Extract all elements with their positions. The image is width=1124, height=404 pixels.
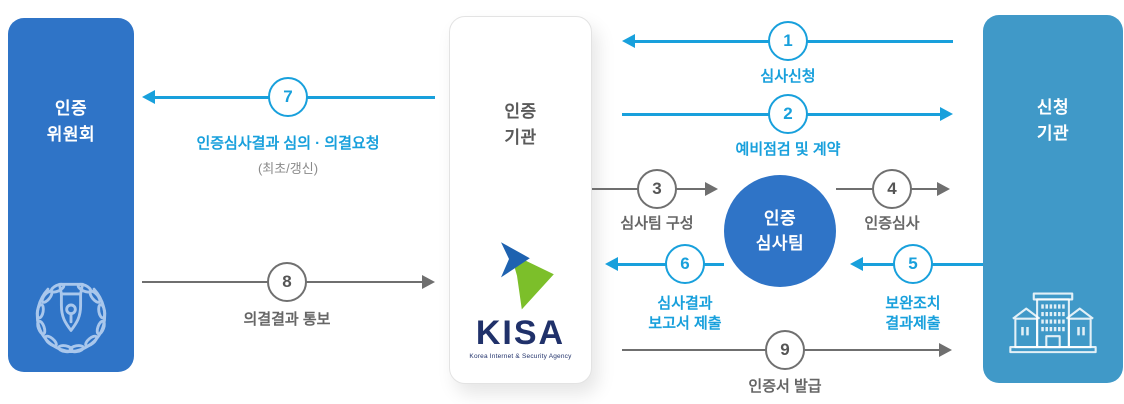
step-arrow-line <box>153 95 435 99</box>
applicant-box: 신청 기관 <box>983 15 1123 383</box>
building-icon <box>1009 292 1097 354</box>
step-number-badge: 2 <box>768 94 808 134</box>
step-number-badge: 9 <box>765 330 805 370</box>
step-arrowhead-right-icon <box>705 182 718 196</box>
pen-laurel-icon <box>35 282 107 354</box>
step-arrowhead-right-icon <box>940 107 953 121</box>
step-arrow-line <box>633 39 953 43</box>
step-label: 심사팀 구성 <box>620 215 694 232</box>
step-label: 심사결과 보고서 제출 <box>648 295 722 333</box>
step-arrow-line <box>616 262 724 266</box>
kisa-symbol-icon <box>500 242 554 310</box>
step-sublabel: (최초/갱신) <box>257 161 319 176</box>
step-arrowhead-right-icon <box>939 343 952 357</box>
step-number-badge: 3 <box>637 169 677 209</box>
step-label: 예비점검 및 계약 <box>735 141 841 158</box>
step-number-badge: 6 <box>665 244 705 284</box>
step-label: 인증심사결과 심의 · 의결요청 <box>196 135 380 152</box>
kisa-tagline: Korea Internet & Security Agency <box>469 353 572 360</box>
step-arrow-line <box>622 112 942 116</box>
committee-title: 인증 위원회 <box>46 99 96 145</box>
step-arrowhead-left-icon <box>605 257 618 271</box>
step-number-badge: 1 <box>768 21 808 61</box>
audit-team-circle: 인증 심사팀 <box>724 175 836 287</box>
step-label: 심사신청 <box>760 68 816 85</box>
step-label: 인증서 발급 <box>748 378 822 395</box>
step-label: 의결결과 통보 <box>243 311 331 328</box>
step-arrow-line <box>836 188 939 190</box>
step-number-badge: 8 <box>267 262 307 302</box>
step-arrow-line <box>861 262 983 266</box>
step-number-badge: 4 <box>872 169 912 209</box>
kisa-wordmark: KISA <box>475 314 566 352</box>
step-number-badge: 7 <box>268 77 308 117</box>
step-arrowhead-left-icon <box>850 257 863 271</box>
step-arrow-line <box>592 188 707 190</box>
step-label: 인증심사 <box>864 215 920 232</box>
step-arrowhead-left-icon <box>142 90 155 104</box>
certification-body-box: 인증 기관 KISA Korea Internet & Security Age… <box>449 16 592 384</box>
laurel-right-branch <box>68 282 107 354</box>
kisa-logo: KISA Korea Internet & Security Agency <box>450 239 591 360</box>
step-label: 보완조치 결과제출 <box>885 295 941 333</box>
committee-box: 인증 위원회 <box>8 18 134 372</box>
pen-nib <box>58 282 84 332</box>
step-arrowhead-right-icon <box>937 182 950 196</box>
step-arrowhead-left-icon <box>622 34 635 48</box>
applicant-title: 신청 기관 <box>1036 98 1070 144</box>
step-arrow-line <box>142 281 424 283</box>
step-number-badge: 5 <box>893 244 933 284</box>
audit-team-title: 인증 심사팀 <box>755 208 805 254</box>
step-arrowhead-right-icon <box>422 275 435 289</box>
step-arrow-line <box>622 349 941 351</box>
certification-body-title: 인증 기관 <box>504 102 537 148</box>
